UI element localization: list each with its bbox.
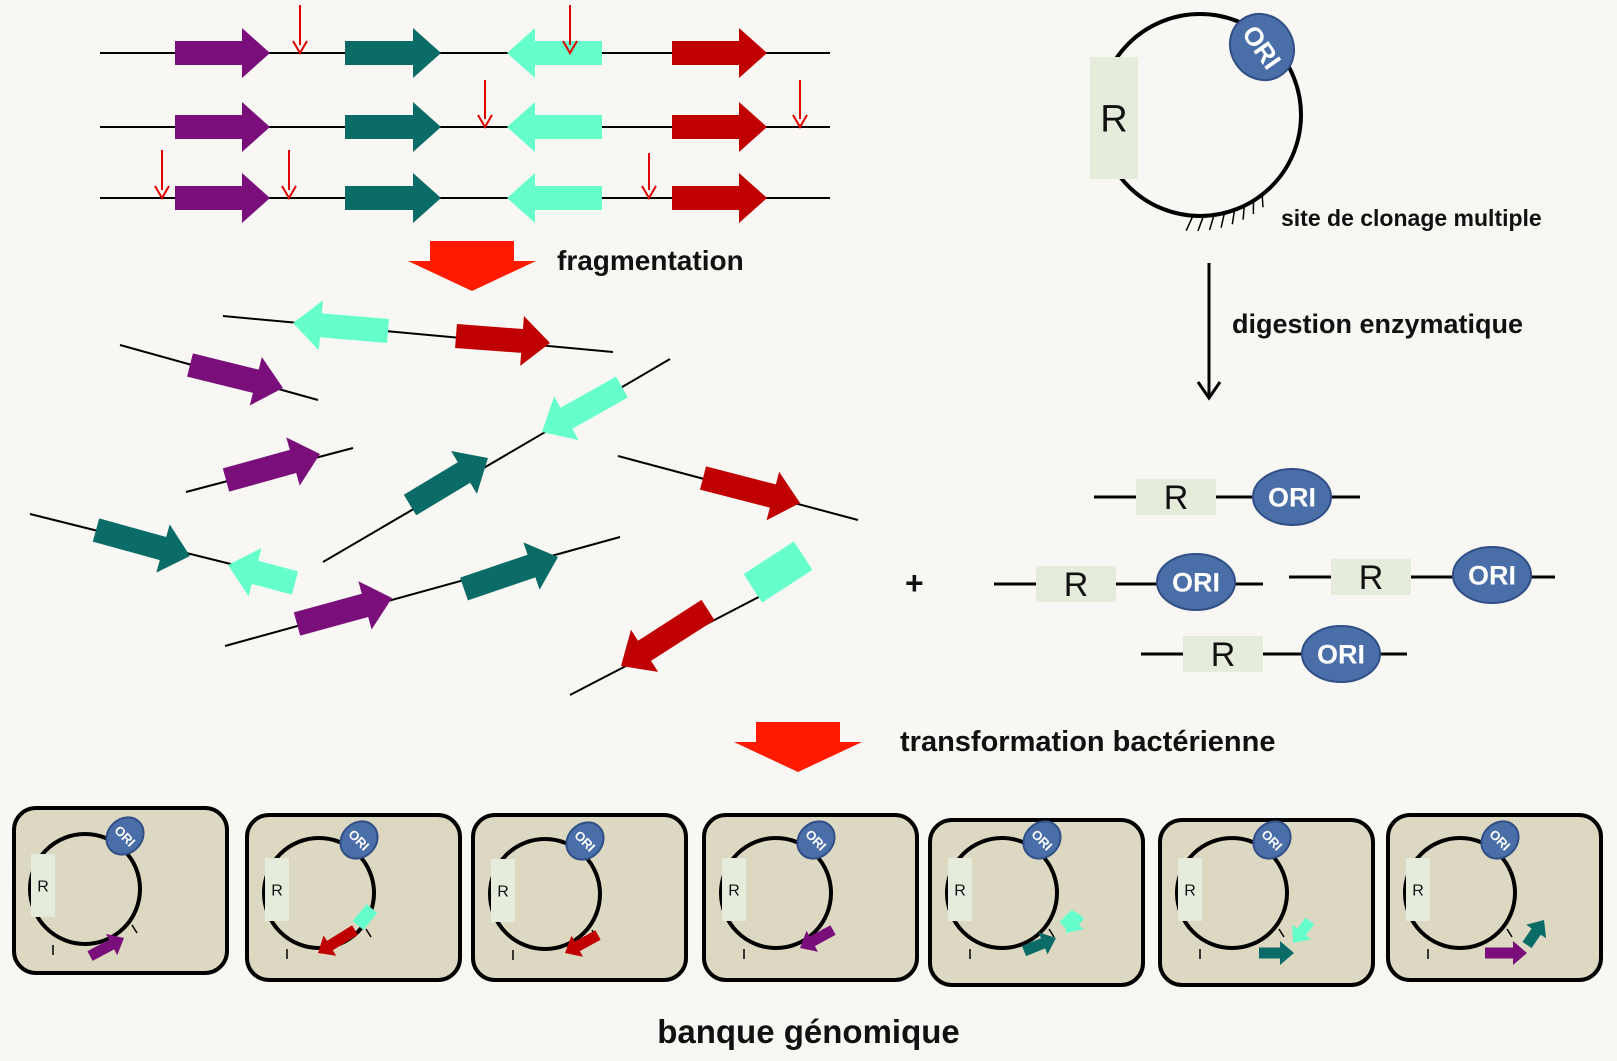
resistance-label: R	[271, 882, 283, 899]
resistance-label: R	[497, 883, 509, 900]
teal-gene-arrow	[345, 173, 441, 223]
resistance-label: R	[1100, 99, 1127, 141]
red-gene-arrow	[672, 28, 767, 78]
dna-fragment	[186, 437, 353, 492]
cell-resistance-gene: R	[722, 858, 746, 921]
purple-gene-arrow	[175, 173, 270, 223]
red-gene-arrow	[672, 102, 767, 152]
linearized-vector: R ORI	[994, 554, 1263, 610]
restriction-cut-arrow	[293, 5, 307, 53]
linear-ori: ORI	[1302, 626, 1380, 682]
red-gene-arrow	[621, 600, 715, 672]
aqua-gene-arrow	[542, 377, 628, 441]
resistance-label: R	[1184, 882, 1196, 899]
resistance-label: R	[1412, 882, 1424, 899]
linear-ori: ORI	[1157, 554, 1235, 610]
mcs-tick	[1262, 195, 1263, 208]
linearized-vector: R ORI	[1094, 469, 1360, 525]
resistance-label: R	[1211, 636, 1236, 674]
purple-gene-arrow	[223, 437, 320, 491]
red-gene-arrow	[672, 173, 767, 223]
linear-ori: ORI	[1253, 469, 1331, 525]
cell-resistance-gene: R	[31, 854, 55, 917]
multiple-cloning-site-label: site de clonage multiple	[1281, 207, 1542, 230]
dna-fragment	[323, 359, 670, 562]
mcs-tick	[1198, 216, 1204, 231]
aqua-gene-arrow	[507, 173, 602, 223]
restriction-cut-arrow	[282, 150, 296, 198]
resistance-label: R	[1164, 479, 1189, 517]
ori-label: ORI	[1317, 640, 1365, 670]
dna-fragment	[618, 456, 858, 520]
bacterial-transformation-label: transformation bactérienne	[900, 728, 1275, 757]
fragmentation-arrow	[408, 241, 536, 291]
resistance-label: R	[37, 878, 49, 895]
linear-resistance-gene: R	[1036, 566, 1116, 604]
resistance-label: R	[1064, 566, 1089, 604]
cell-resistance-gene: R	[948, 858, 972, 921]
cell-resistance-gene: R	[1178, 858, 1202, 921]
cell-resistance-gene: R	[491, 859, 515, 922]
resistance-label: R	[728, 882, 740, 899]
aqua-gene-arrow	[507, 28, 602, 78]
resistance-label: R	[1359, 559, 1384, 597]
purple-gene-arrow	[175, 102, 270, 152]
teal-gene-arrow	[404, 451, 488, 515]
ori-label: ORI	[1468, 561, 1516, 591]
aqua-gene-fragment	[744, 541, 813, 602]
teal-gene-arrow	[460, 542, 558, 600]
fragment-line	[223, 316, 613, 352]
purple-gene-arrow	[175, 28, 270, 78]
teal-gene-arrow	[345, 102, 441, 152]
ori-label: ORI	[1268, 483, 1316, 513]
dna-fragment	[570, 541, 812, 695]
linear-resistance-gene: R	[1331, 559, 1411, 597]
restriction-cut-arrow	[155, 150, 169, 198]
linearized-vector: R ORI	[1289, 547, 1555, 603]
teal-gene-arrow	[345, 28, 441, 78]
aqua-gene-arrow	[293, 300, 389, 350]
red-gene-arrow	[700, 466, 800, 520]
fragmentation-label: fragmentation	[557, 247, 744, 275]
dna-fragment	[120, 345, 318, 406]
linear-resistance-gene: R	[1136, 479, 1216, 517]
transformation-arrow	[734, 722, 862, 772]
aqua-gene-arrow	[507, 102, 602, 152]
chromosome-copy	[100, 28, 830, 78]
resistance-label: R	[954, 882, 966, 899]
aqua-gene-arrow	[228, 548, 298, 596]
purple-gene-arrow	[294, 581, 392, 635]
restriction-cut-arrow	[478, 80, 492, 127]
linear-resistance-gene: R	[1183, 636, 1263, 674]
dna-fragment	[30, 514, 298, 596]
genomic-library-label: banque génomique	[0, 1015, 1617, 1048]
ori-label: ORI	[1172, 568, 1220, 598]
restriction-cut-arrow	[793, 80, 807, 127]
red-gene-arrow	[455, 316, 550, 366]
linear-ori: ORI	[1453, 547, 1531, 603]
dna-fragment	[223, 300, 613, 366]
chromosome-copy	[100, 102, 830, 152]
chromosome-copy	[100, 173, 830, 223]
purple-gene-arrow	[187, 353, 283, 405]
linearized-vector: R ORI	[1141, 626, 1407, 682]
restriction-cut-arrow	[642, 153, 656, 198]
cell-resistance-gene: R	[265, 858, 289, 921]
mcs-tick	[1186, 216, 1193, 231]
teal-gene-arrow	[93, 518, 190, 572]
enzymatic-digestion-label: digestion enzymatique	[1232, 311, 1523, 338]
vector-resistance-gene: R	[1090, 57, 1138, 179]
plus-sign: +	[905, 567, 924, 599]
cell-resistance-gene: R	[1406, 858, 1430, 921]
